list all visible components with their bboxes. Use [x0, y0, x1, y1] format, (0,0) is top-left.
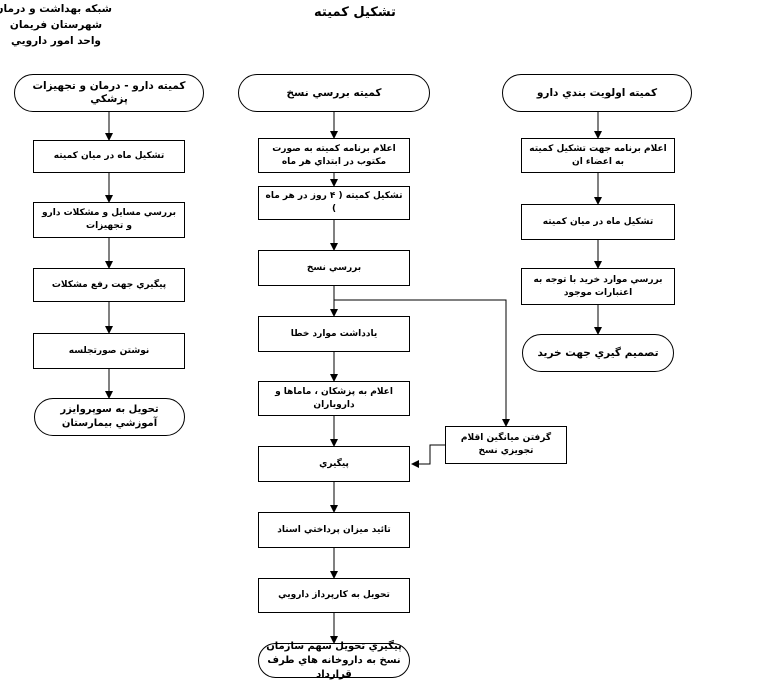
center-step-node: بررسي نسخ: [258, 250, 410, 286]
left-step-node: بررسي مسايل و مشکلات دارو و تجهيزات: [33, 202, 185, 238]
left-start-node: کميته دارو - درمان و تجهيزات پزشکي: [14, 74, 204, 112]
right-end-node: تصميم گيري جهت خريد: [522, 334, 674, 372]
left-step-node: پيگيري جهت رفع مشکلات: [33, 268, 185, 302]
organization-label: شبکه بهداشت و درمان شهرستان فريمان واحد …: [0, 1, 112, 49]
right-step-node: تشکيل ماه در ميان کميته: [521, 204, 675, 240]
left-end-node: تحويل به سوپروايزر آموزشي بيمارستان: [34, 398, 185, 436]
left-step-node: نوشتن صورتجلسه: [33, 333, 185, 369]
center-end-node: پيگيري تحويل سهم سازمان نسخ به داروخانه …: [258, 641, 410, 680]
center-side-step-node: گرفتن ميانگين اقلام تجويزي نسخ: [445, 426, 567, 464]
center-start-node: کميته بررسي نسخ: [238, 74, 430, 112]
diagram-title: تشکيل کميته: [314, 5, 396, 20]
center-step-node: اعلام برنامه کميته به صورت مکتوب در ابتد…: [258, 138, 410, 173]
org-line: شهرستان فريمان: [9, 19, 103, 31]
left-step-node: تشکيل ماه در ميان کميته: [33, 140, 185, 173]
center-step-node: تائيد ميزان پرداختي اسناد: [258, 512, 410, 548]
right-start-node: کميته اولويت بندي دارو: [502, 74, 692, 112]
center-step-node: يادداشت موارد خطا: [258, 316, 410, 352]
right-step-node: بررسي موارد خريد با توجه به اعتبارات موج…: [521, 268, 675, 305]
org-line: واحد امور دارويي: [11, 35, 101, 47]
center-step-node: تحويل به کارپرداز دارويي: [258, 578, 410, 613]
center-step-node: پيگيري: [258, 446, 410, 482]
connector-arrow: [334, 299, 510, 427]
right-step-node: اعلام برنامه جهت تشکيل کميته به اعضاء ان: [521, 138, 675, 173]
org-line: شبکه بهداشت و درمان: [0, 3, 112, 15]
center-step-node: تشکيل کميته ( ۴ روز در هر ماه ): [258, 186, 410, 220]
connector-arrow: [411, 444, 445, 468]
center-step-node: اعلام به پزشکان ، ماماها و داروياران: [258, 381, 410, 416]
